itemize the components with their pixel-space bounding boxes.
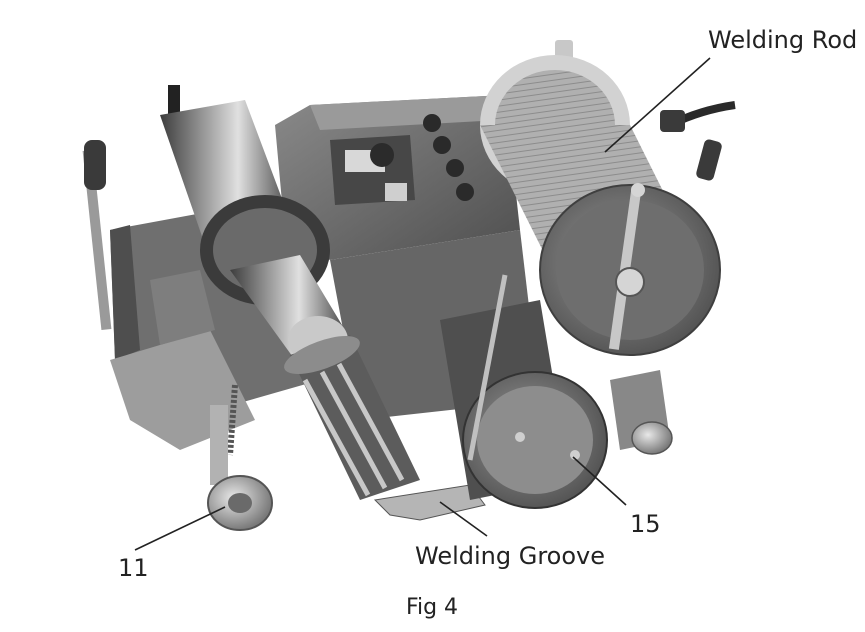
indicator-lamp bbox=[385, 183, 407, 201]
pressure-roller bbox=[207, 475, 273, 531]
control-housing bbox=[275, 95, 540, 420]
drive-roller bbox=[440, 274, 608, 509]
control-knob bbox=[433, 136, 451, 154]
label-part-15: 15 bbox=[630, 510, 661, 538]
leader-line-11 bbox=[134, 506, 226, 551]
rear-wheel bbox=[610, 370, 673, 455]
label-part-11: 11 bbox=[118, 554, 149, 582]
power-cable bbox=[660, 101, 736, 181]
leader-line-welding-groove bbox=[439, 501, 488, 537]
control-knob bbox=[446, 159, 464, 177]
front-bracket bbox=[110, 270, 255, 485]
welding-rod-spool bbox=[480, 40, 721, 356]
hot-air-gun bbox=[160, 85, 420, 500]
label-welding-rod: Welding Rod bbox=[708, 26, 857, 54]
label-welding-groove: Welding Groove bbox=[415, 542, 605, 570]
switch-knob bbox=[370, 143, 394, 167]
figure-caption: Fig 4 bbox=[406, 595, 458, 620]
leader-line-15 bbox=[572, 456, 627, 506]
control-knob bbox=[423, 114, 441, 132]
welding-groove-shoe bbox=[373, 484, 486, 521]
control-knob bbox=[456, 183, 474, 201]
lever-arm bbox=[82, 140, 112, 331]
leader-line-welding-rod bbox=[604, 57, 711, 153]
